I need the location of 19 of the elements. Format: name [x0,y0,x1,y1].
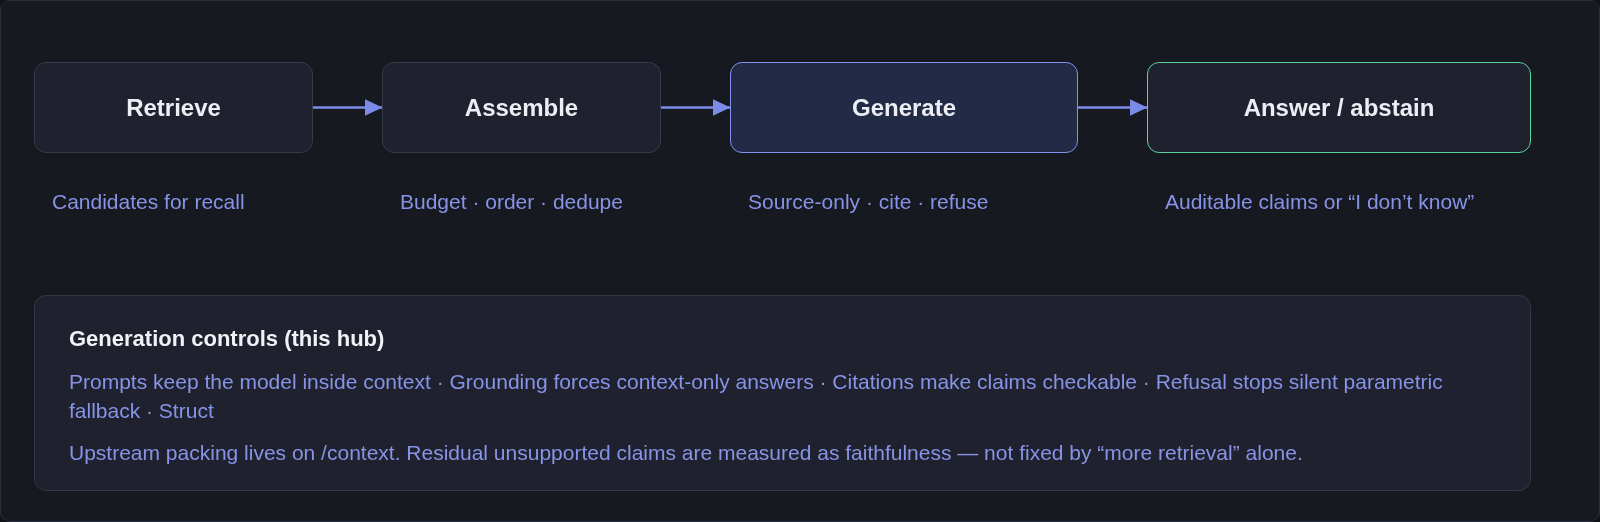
panel-heading: Generation controls (this hub) [69,325,386,353]
step-caption: Candidates for recall [52,188,245,215]
step-caption: Auditable claims or “I don’t know” [1165,188,1475,215]
arrow [1078,99,1148,116]
process-box [730,62,1078,153]
info-panel [34,295,1531,491]
arrow [313,99,383,116]
node-title: Answer / abstain [1243,92,1435,123]
arrow [661,99,731,116]
process-box [382,62,661,153]
node-title: Retrieve [126,92,221,123]
step-caption: Budget · order · dedupe [400,188,623,215]
process-box [1147,62,1531,153]
panel-text: Upstream packing lives on /context. Residual unsupported claims are measured as faithfulness — not fixed by “more retrieval” alone. [69,440,1304,466]
node-title: Generate [851,92,957,123]
panel-text: Prompts keep the model inside context · Grounding forces context-only answers · Citations make claims checkable · Refusal stops silent parametric fallback · Struct [69,368,1444,424]
step-caption: Source-only · cite · refuse [748,188,989,215]
node-title: Assemble [464,92,579,123]
process-box [34,62,313,153]
